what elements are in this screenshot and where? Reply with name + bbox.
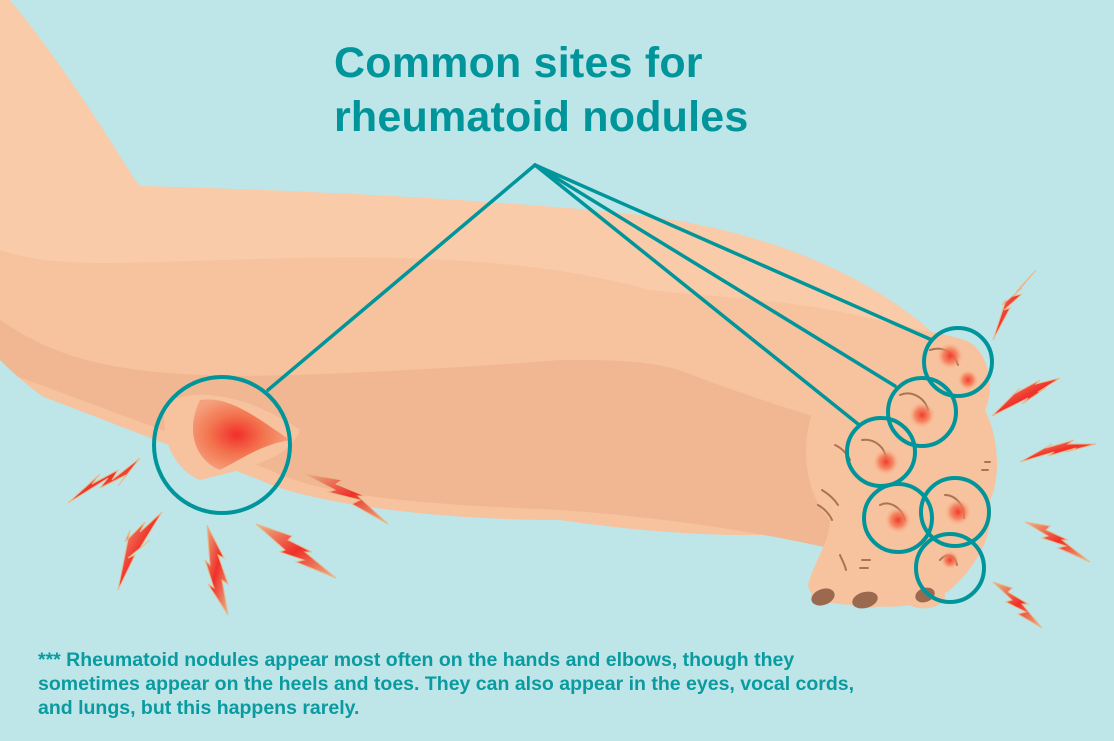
pain-bolt-icon <box>1019 439 1097 463</box>
pain-bolt-icon <box>992 269 1037 341</box>
footnote: *** Rheumatoid nodules appear most often… <box>38 648 1098 720</box>
callout-circles <box>152 326 994 604</box>
pain-bolt-icon <box>204 524 229 616</box>
callout-lines <box>266 163 934 426</box>
pain-bolt-icon <box>117 511 163 591</box>
finger-callout-2 <box>919 476 991 548</box>
hand <box>806 325 997 609</box>
pain-bolt-icon <box>991 377 1061 417</box>
title-line-1: Common sites for <box>334 39 703 87</box>
pain-bolt-icon <box>1024 521 1091 563</box>
forearm <box>0 250 960 560</box>
title-line-2: rheumatoid nodules <box>334 93 749 141</box>
footnote-line-1: *** Rheumatoid nodules appear most often… <box>38 649 795 671</box>
pain-bolt-icon <box>992 581 1043 629</box>
pain-bolt-icon <box>301 472 389 525</box>
knuckle-callout-3 <box>845 416 917 488</box>
pain-bolt-icon <box>255 523 337 579</box>
page-title: Common sites for rheumatoid nodules <box>334 36 854 144</box>
footnote-line-3: and lungs, but this happens rarely. <box>38 697 360 719</box>
elbow-callout <box>152 375 292 515</box>
pain-bolt-icons <box>67 269 1097 629</box>
knuckle-callout-2 <box>886 376 958 448</box>
pain-bolt-icon <box>67 457 141 504</box>
knuckle-callout-1 <box>922 326 994 398</box>
finger-callout-3 <box>914 532 986 604</box>
finger-callout-1 <box>862 482 934 554</box>
footnote-line-2: sometimes appear on the heels and toes. … <box>38 673 855 695</box>
